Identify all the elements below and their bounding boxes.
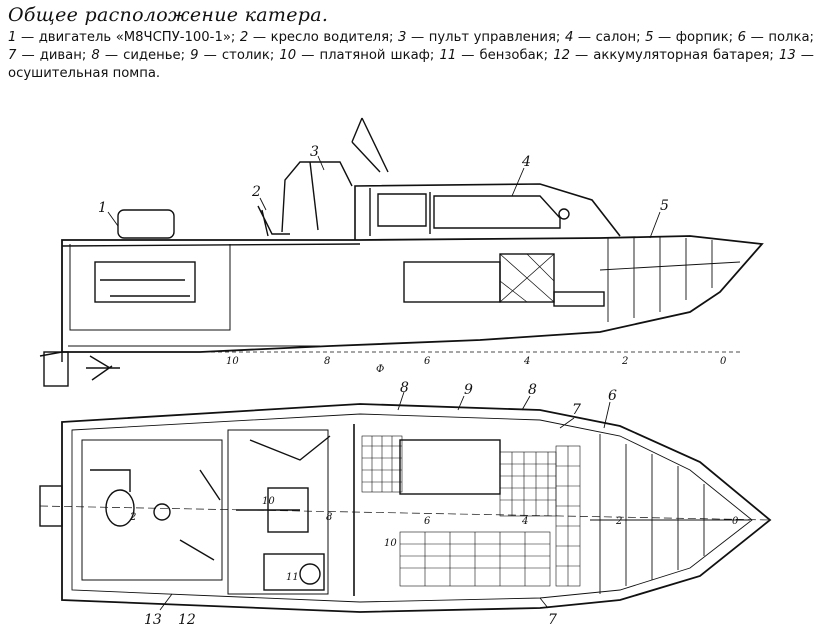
midship-symbol: Ф	[376, 364, 384, 375]
legend-number: 11	[439, 48, 457, 63]
scale-mark: 10	[226, 356, 239, 367]
plan-inner-label: 6	[424, 516, 431, 527]
scale-mark: 4	[523, 356, 530, 367]
legend-number: 10	[279, 48, 297, 63]
legend-text: 1 — двигатель «М8ЧСПУ-100-1»; 2 — кресло…	[8, 29, 814, 83]
callout-sofa: 7	[572, 402, 581, 418]
legend-entry: — двигатель «М8ЧСПУ-100-1»;	[16, 30, 240, 45]
legend-number: 9	[190, 48, 199, 63]
callout-driver-seat: 2	[251, 184, 261, 200]
scale-mark: 2	[621, 356, 628, 367]
callout-seat: 8	[528, 382, 537, 398]
legend-entry: — бензобак;	[456, 48, 554, 63]
legend-number: 12	[553, 48, 570, 63]
plan-inner-label: 0	[732, 516, 739, 527]
plan-inner-label: 10	[384, 538, 397, 549]
legend-entry: — диван;	[16, 48, 92, 63]
side-view	[39, 117, 764, 387]
plan-inner-label: 10	[262, 496, 275, 507]
page-title: Общее расположение катера.	[8, 4, 329, 26]
legend-number: 4	[564, 30, 574, 45]
scale-mark: 8	[324, 356, 330, 367]
plan-view	[39, 403, 772, 613]
legend-entry: — аккумуляторная батарея;	[569, 48, 779, 63]
legend-number: 13	[778, 48, 796, 63]
legend-number: 8	[91, 48, 100, 63]
legend-entry: — осушительная помпа.	[8, 48, 814, 81]
legend-number: 2	[239, 30, 249, 45]
legend-number: 6	[737, 30, 747, 45]
scale-mark: 0	[720, 356, 727, 367]
plan-inner-label: 2	[615, 516, 622, 527]
callout-table: 9	[464, 382, 473, 398]
legend-entry: — кресло водителя;	[248, 30, 399, 45]
plan-inner-label: 11	[286, 572, 299, 583]
legend-number: 3	[398, 30, 407, 45]
legend-entry: — салон;	[573, 30, 646, 45]
callout-engine: 1	[98, 200, 107, 216]
callout-shelf: 6	[608, 388, 617, 404]
callout-battery: 12	[178, 612, 196, 628]
callout-forepeak: 5	[660, 198, 669, 214]
callout-sofa: 7	[548, 612, 557, 628]
legend-entry: — полка;	[746, 30, 814, 45]
callout-control-console: 3	[310, 144, 319, 160]
legend-number: 1	[8, 30, 17, 45]
legend-number: 7	[8, 48, 17, 63]
callout-salon: 4	[521, 154, 531, 170]
legend-entry: — форпик;	[653, 30, 738, 45]
plan-inner-label: 4	[521, 516, 528, 527]
callout-seat: 8	[400, 380, 409, 396]
plan-inner-label: 8	[326, 512, 332, 523]
legend-entry: — столик;	[198, 48, 280, 63]
legend-number: 5	[645, 30, 654, 45]
callout-bilge-pump: 13	[144, 612, 162, 628]
legend-entry: — платяной шкаф;	[296, 48, 440, 63]
legend-entry: — сиденье;	[99, 48, 191, 63]
plan-inner-label: 2	[129, 512, 136, 523]
scale-mark: 6	[424, 356, 431, 367]
legend-entry: — пульт управления;	[406, 30, 565, 45]
